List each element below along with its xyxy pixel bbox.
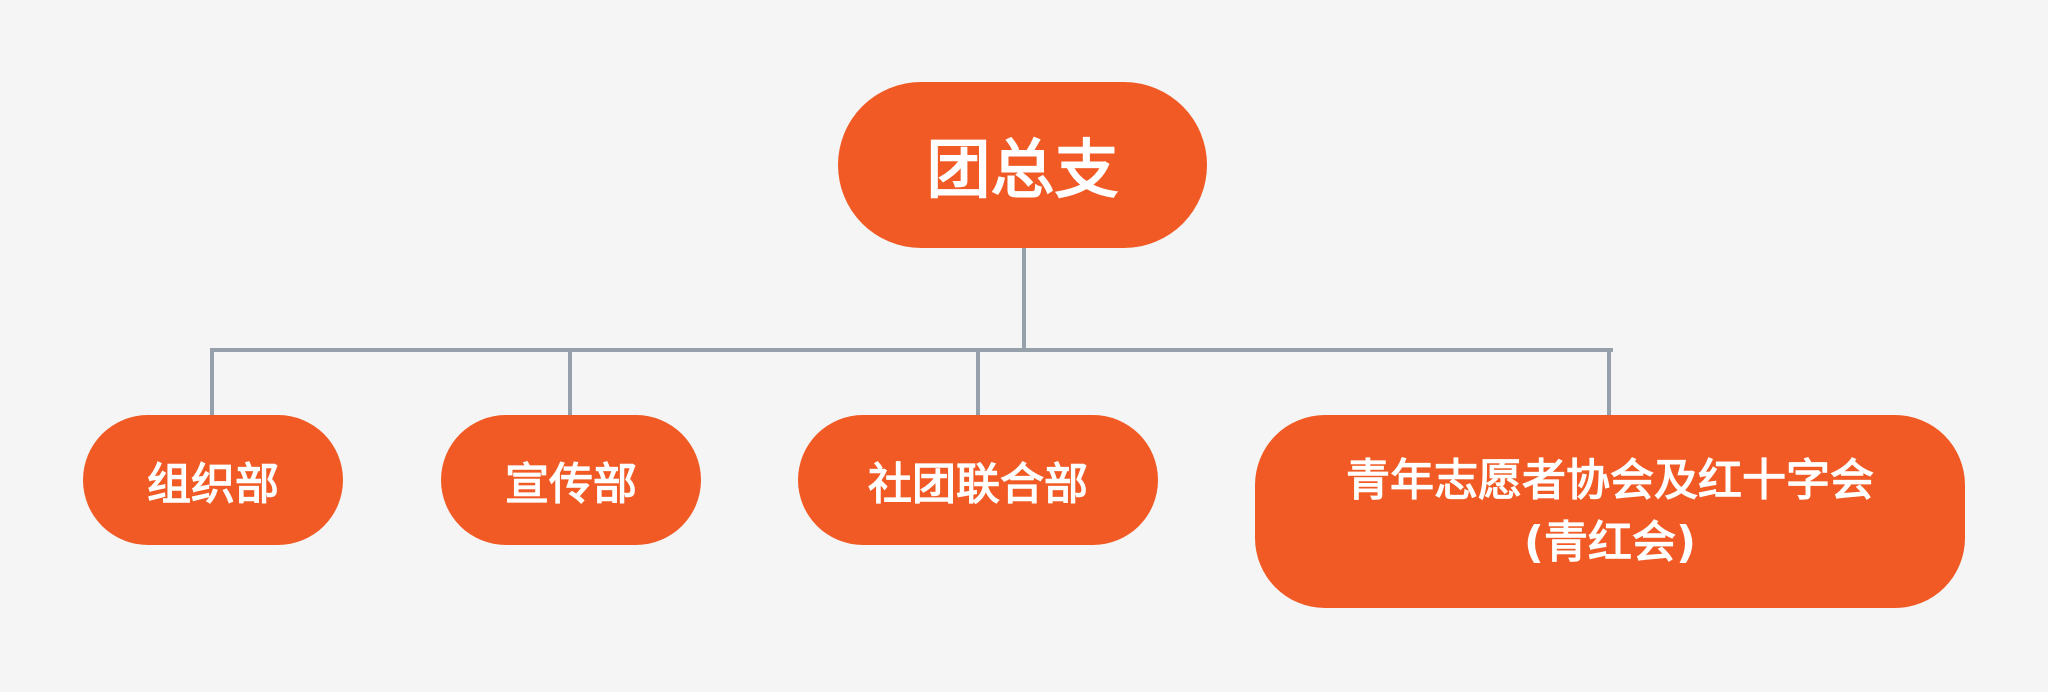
- node-publicity-dept: 宣传部: [441, 415, 701, 545]
- connector-drop-3: [976, 350, 980, 416]
- node-label-line2: (青红会): [1523, 516, 1697, 568]
- node-label: 组织部: [147, 459, 279, 510]
- node-volunteer-redcross: 青年志愿者协会及红十字会 (青红会): [1255, 415, 1965, 608]
- connector-drop-2: [568, 350, 572, 416]
- node-organization-dept: 组织部: [83, 415, 343, 545]
- node-label-line1: 青年志愿者协会及红十字会: [1346, 454, 1874, 506]
- node-label: 宣传部: [505, 459, 637, 510]
- connector-root-down: [1022, 248, 1026, 352]
- node-label: 社团联合部: [868, 459, 1088, 510]
- node-club-union-dept: 社团联合部: [798, 415, 1158, 545]
- node-label: 团总支: [926, 134, 1119, 208]
- connector-horizontal: [210, 348, 1613, 352]
- node-root: 团总支: [838, 82, 1207, 248]
- connector-drop-1: [210, 350, 214, 416]
- connector-drop-4: [1607, 350, 1611, 416]
